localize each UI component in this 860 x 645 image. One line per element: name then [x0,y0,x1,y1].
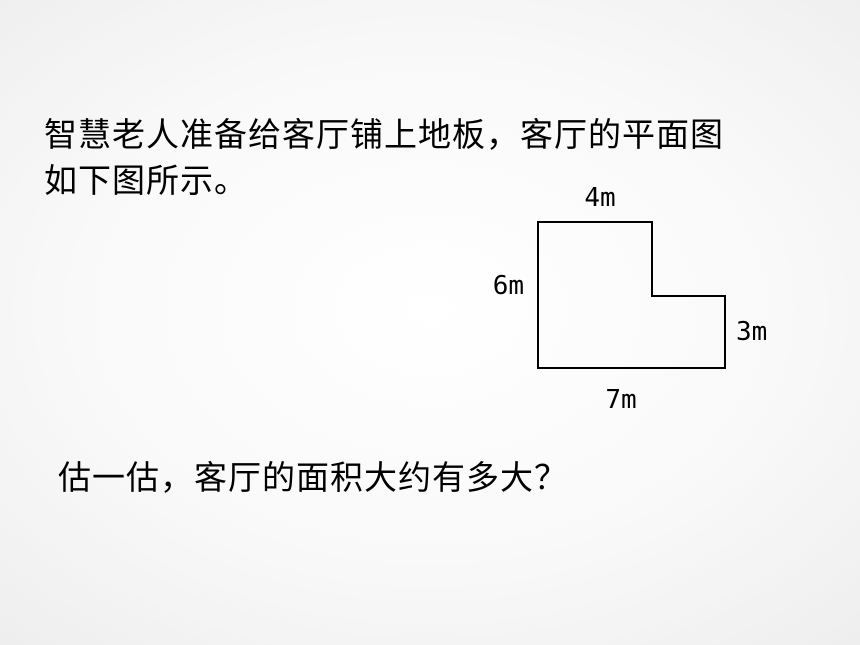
floor-plan-diagram: 4m 6m 3m 7m [493,183,768,415]
bottom-dimension-label: 7m [605,385,636,415]
left-dimension-label: 6m [493,271,524,301]
right-dimension-label: 3m [736,317,767,347]
intro-text: 智慧老人准备给客厅铺上地板，客厅的平面图 如下图所示。 [44,112,834,204]
question-text: 估一估，客厅的面积大约有多大？ [58,458,568,497]
room-outline [537,221,726,369]
intro-line-2: 如下图所示。 [44,161,248,200]
intro-line-1: 智慧老人准备给客厅铺上地板，客厅的平面图 [44,115,724,154]
top-dimension-label: 4m [584,183,615,213]
